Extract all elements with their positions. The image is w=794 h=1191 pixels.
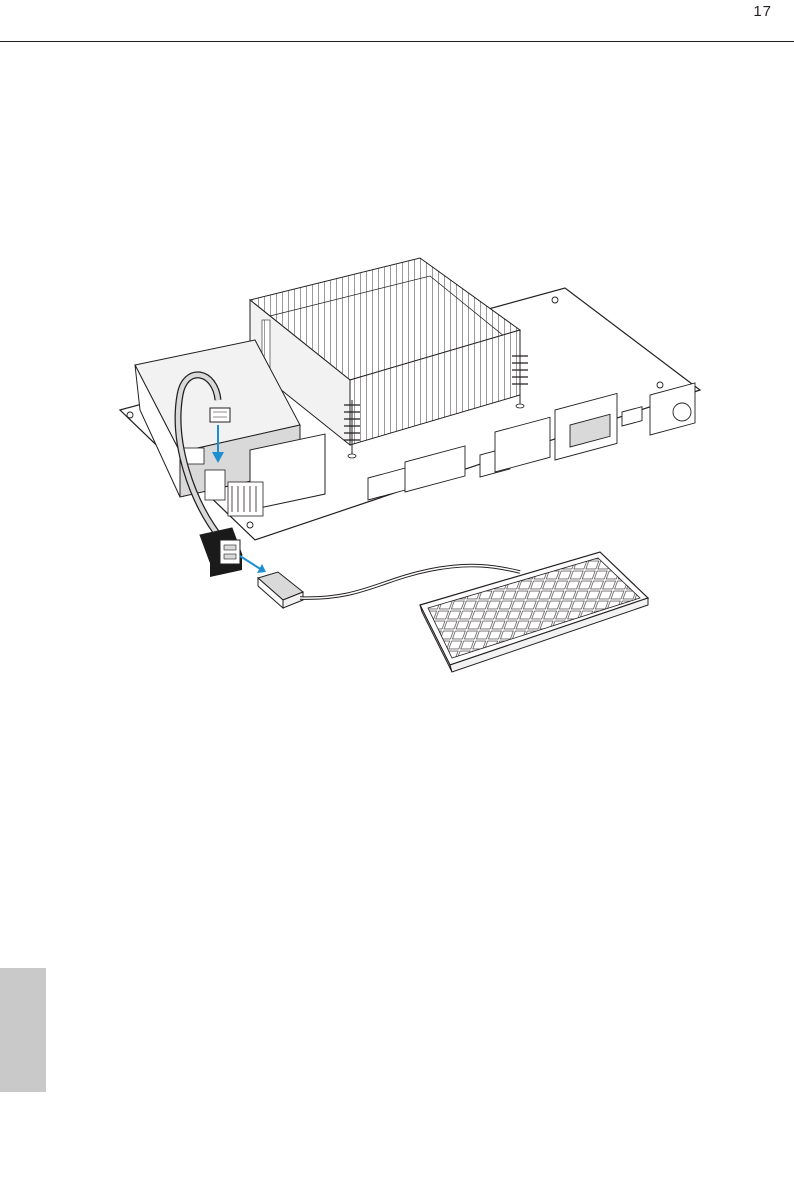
keyboard-connection-figure (100, 250, 720, 690)
usb-adapter (200, 528, 242, 577)
side-tab (0, 968, 46, 1092)
page-number: 17 (753, 3, 772, 20)
keyboard (420, 552, 648, 672)
usb-plug (258, 572, 303, 608)
right-arrow-icon (240, 556, 266, 573)
header-rule (0, 41, 794, 42)
